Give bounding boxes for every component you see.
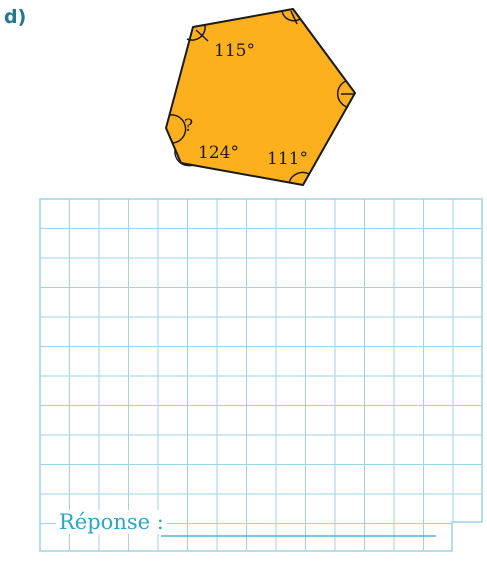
angle-arc-top-left <box>186 24 206 41</box>
angle-tick-top-left <box>195 29 209 42</box>
pentagon-shape <box>165 8 356 186</box>
angle-label-bottom-right: 111° <box>267 149 308 169</box>
angle-arc-right <box>336 80 348 108</box>
angle-tick-top-right <box>290 10 298 25</box>
angle-label-unknown: ? <box>184 116 193 136</box>
grid-lines <box>40 199 482 551</box>
angle-arc-top-right <box>281 10 301 22</box>
angle-label-top-left: 115° <box>214 41 255 61</box>
answer-label: Réponse : <box>56 510 167 534</box>
angle-label-bottom-left: 124° <box>198 143 239 163</box>
angle-arc-bottom-right <box>288 171 310 184</box>
angle-marks <box>169 10 354 184</box>
angle-arc-bottom-left <box>174 149 194 167</box>
angle-arc-unknown <box>169 114 187 144</box>
pentagon-figure: 115° ? 124° 111° <box>165 8 356 186</box>
exercise-label: d) <box>4 6 27 28</box>
grid-border <box>39 198 483 552</box>
